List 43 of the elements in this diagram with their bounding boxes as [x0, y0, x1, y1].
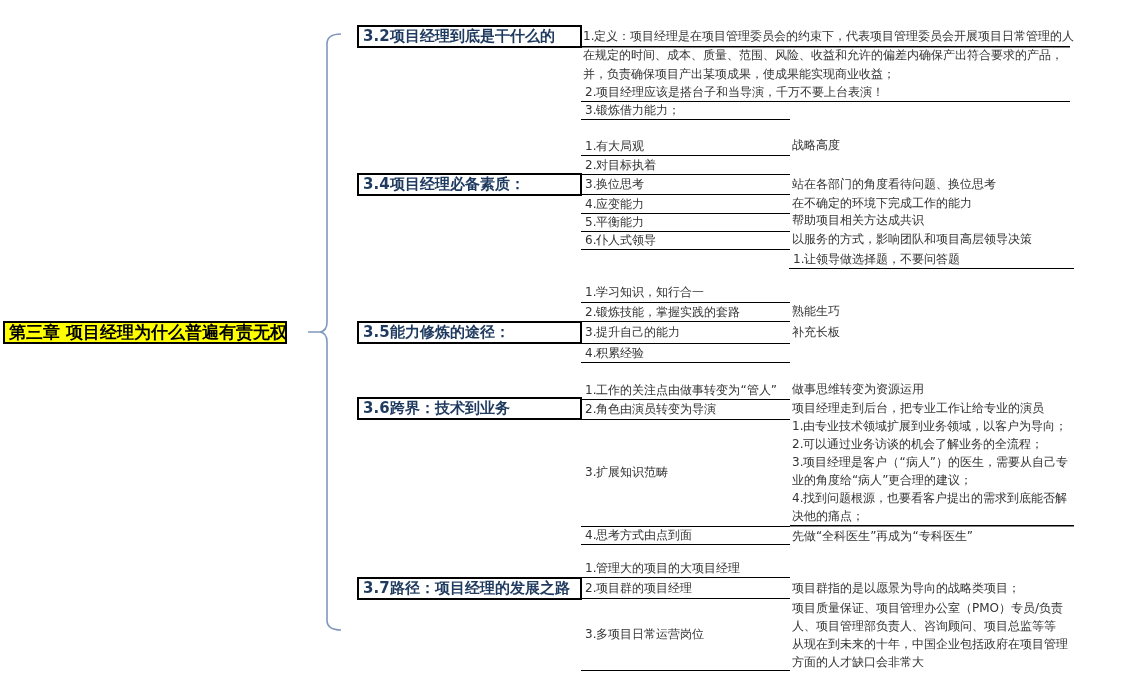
list-item: 1.学习知识，知行合一 — [581, 283, 790, 303]
note-text: 补充长板 — [791, 324, 841, 341]
note-text: 2.可以通过业务访谈的机会了解业务的全流程； — [791, 436, 1045, 453]
note-text: 项目质量保证、项目管理办公室（PMO）专员/负责人、项目管理部负责人、咨询顾问、项目总监等等 — [791, 600, 1065, 635]
list-item: 3.多项目日常运营岗位 — [581, 599, 790, 671]
section-box: 3.4项目经理必备素质： — [357, 173, 582, 196]
list-item: 1.管理大的项目的大项目经理 — [581, 559, 790, 578]
list-item: 3.扩展知识范畴 — [581, 420, 790, 527]
note-text: 做事思维转变为资源运用 — [791, 381, 925, 398]
note-text: 从现在到未来的十年，中国企业包括政府在项目管理方面的人才缺口会非常大 — [791, 636, 1069, 671]
note-text: 项目群指的是以愿景为导向的战略类项目； — [791, 580, 1021, 597]
sub-item: 1.让领导做选择题，不要问答题 — [789, 250, 1074, 269]
list-item: 5.平衡能力 — [581, 214, 790, 232]
note-text: 帮助项目相关方达成共识 — [791, 212, 925, 229]
note-text: 先做“全科医生”再成为“专科医生” — [791, 528, 974, 545]
section-box: 3.5能力修炼的途径： — [357, 321, 582, 344]
list-item: 4.思考方式由点到面 — [581, 526, 790, 545]
list-item: 2.角色由演员转变为导演 — [581, 400, 790, 420]
list-item: 4.应变能力 — [581, 195, 790, 214]
list-item: 2.项目群的项目经理 — [581, 578, 790, 599]
note-text: 4.找到问题根源，也要看客户提出的需求到底能否解决他的痛点； — [791, 490, 1069, 525]
section-box: 3.6跨界：技术到业务 — [357, 397, 582, 420]
list-item: 3.提升自己的能力 — [581, 322, 790, 344]
list-item: 6.仆人式领导 — [581, 232, 790, 250]
note-text: 3.项目经理是客户（“病人”）的医生，需要从自己专业的角度给“病人”更合理的建议； — [791, 454, 1069, 489]
list-item: 3.换位思考 — [581, 175, 790, 195]
list-item: 3.锻炼借力能力； — [581, 101, 790, 120]
section-box: 3.7路径：项目经理的发展之路 — [357, 577, 582, 600]
list-item: 1.有大局观 — [581, 137, 790, 156]
note-text: 战略高度 — [791, 137, 841, 154]
list-item: 1.工作的关注点由做事转变为“管人” — [581, 381, 790, 400]
list-item: 2.对目标执着 — [581, 156, 790, 175]
list-item: 2.锻炼技能，掌握实践的套路 — [581, 303, 790, 322]
central-topic-box: 第三章 项目经理为什么普遍有责无权 — [3, 321, 287, 344]
list-item: 2.项目经理应该是搭台子和当导演，千万不要上台表演！ — [581, 83, 1070, 102]
list-item: 4.积累经验 — [581, 344, 790, 363]
note-text: 熟能生巧 — [791, 303, 841, 320]
section-box: 3.2项目经理到底是干什么的 — [357, 25, 582, 48]
note-text: 站在各部门的角度看待问题、换位思考 — [791, 176, 997, 193]
note-text: 1.由专业技术领域扩展到业务领域，以客户为导向； — [791, 418, 1069, 435]
note-text: 在不确定的环境下完成工作的能力 — [791, 195, 973, 212]
note-text: 项目经理走到后台，把专业工作让给专业的演员 — [791, 400, 1045, 417]
note-text: 以服务的方式，影响团队和项目高层领导决策 — [791, 231, 1033, 248]
